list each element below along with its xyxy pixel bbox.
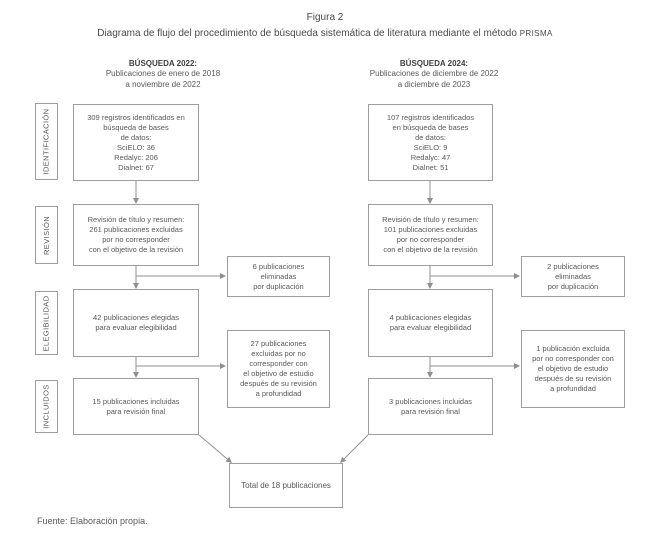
search-2022-title: BÚSQUEDA 2022: (128, 59, 198, 68)
stage-label-text: IDENTIFICACIÓN (42, 108, 51, 175)
box-2024-duplicates-excluded: 2 publicaciones eliminadas por duplicaci… (521, 256, 625, 297)
column-header-2024: BÚSQUEDA 2024: Publicaciones de diciembr… (329, 58, 539, 90)
figure-number: Figura 2 (306, 12, 344, 23)
prisma-method-label: PRISMA (519, 29, 553, 38)
box-2022-identification: 309 registros identificados en búsqueda … (73, 104, 199, 181)
box-2024-included: 3 publicaciones incluidas para revisión … (368, 378, 493, 435)
box-2024-identification: 107 registros identificados en búsqueda … (368, 104, 493, 181)
stage-label-elegibilidad: ELEGIBILIDAD (35, 291, 58, 355)
stage-label-text: INCLUIDOS (42, 384, 52, 429)
search-2024-title: BÚSQUEDA 2024: (399, 59, 469, 68)
figure-caption-text: Diagrama de flujo del procedimiento de b… (97, 28, 517, 39)
stage-label-identificacion: IDENTIFICACIÓN (35, 103, 58, 180)
box-2024-review: Revisión de título y resumen: 101 public… (368, 204, 493, 266)
box-2024-eligibility: 4 publicaciones elegidas para evaluar el… (368, 289, 493, 357)
stage-label-revision: REVISIÓN (35, 206, 58, 264)
box-total-publications: Total de 18 publicaciones (229, 463, 343, 508)
search-2024-period: Publicaciones de diciembre de 2022 a dic… (369, 69, 499, 89)
search-2022-period: Publicaciones de enero de 2018 a noviemb… (105, 69, 221, 89)
source-note: Fuente: Elaboración propia. (37, 516, 148, 526)
box-2024-fulltext-excluded: 1 publicación excluida por no correspond… (521, 330, 625, 408)
box-2022-duplicates-excluded: 6 publicaciones eliminadas por duplicaci… (227, 256, 330, 297)
box-2022-review: Revisión de título y resumen: 261 public… (73, 204, 199, 266)
column-header-2022: BÚSQUEDA 2022: Publicaciones de enero de… (58, 58, 268, 90)
box-2022-fulltext-excluded: 27 publicaciones excluidas por no corres… (227, 330, 330, 408)
stage-label-incluidos: INCLUIDOS (35, 380, 58, 433)
stage-label-text: REVISIÓN (42, 215, 52, 255)
box-2022-eligibility: 42 publicaciones elegidas para evaluar e… (73, 289, 199, 357)
figure-caption: Diagrama de flujo del procedimiento de b… (0, 27, 650, 40)
box-2022-included: 15 publicaciones incluidas para revisión… (73, 378, 199, 435)
stage-label-text: ELEGIBILIDAD (42, 294, 52, 352)
